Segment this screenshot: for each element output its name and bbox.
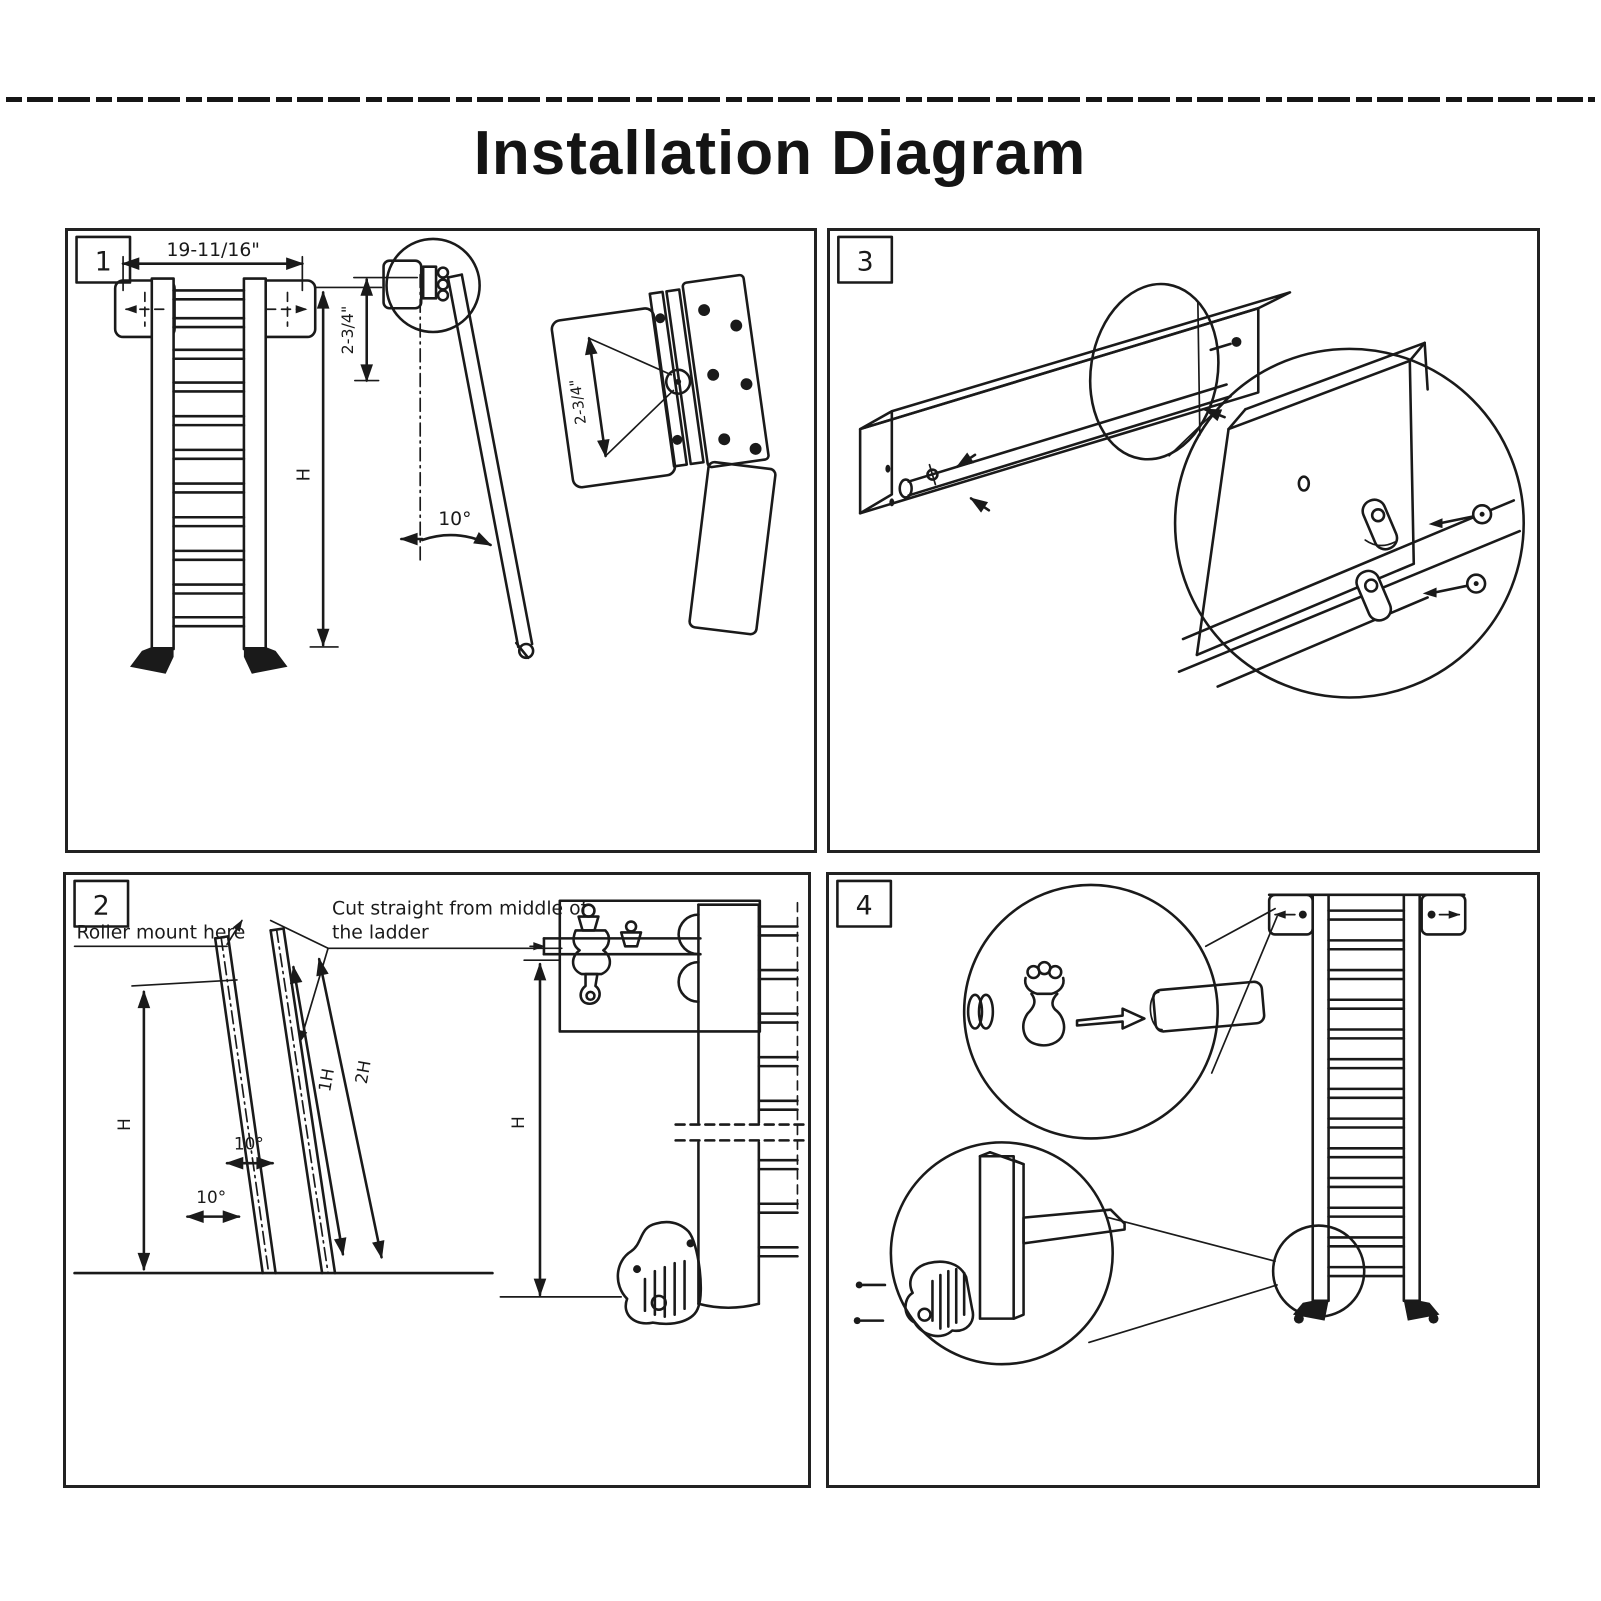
panel-4-drawing: 4 xyxy=(836,879,1467,1366)
roller-wheel-upper xyxy=(677,913,700,956)
panel-4-number-box: 4 xyxy=(836,879,893,928)
panel-1-drawing: 1 xyxy=(75,235,777,674)
foot-detail-blob xyxy=(616,1220,703,1326)
dim-angle-upper-label: 10° xyxy=(234,1133,264,1153)
ladder-rungs xyxy=(1327,909,1406,1278)
panel-2-number: 2 xyxy=(93,891,110,922)
bottom-leader-b xyxy=(1088,1284,1278,1344)
right-bracket xyxy=(1420,893,1467,936)
ladder-rungs xyxy=(172,289,246,628)
panel-4: 4 xyxy=(826,872,1540,1488)
knob-sleeve-detail xyxy=(962,883,1266,1140)
ladder-rail-detail xyxy=(688,460,777,636)
ladder-front-view xyxy=(1267,893,1467,1324)
roller-bracket xyxy=(421,265,438,300)
angle-dimension: 10° xyxy=(399,509,493,547)
dim-1h-label: 1H xyxy=(314,1067,338,1093)
page-title: Installation Diagram xyxy=(473,119,1087,188)
rail-end-board xyxy=(978,1154,1015,1320)
dim-riser-label: 2-3/4" xyxy=(338,306,357,355)
foot-pad xyxy=(904,1260,975,1338)
panel-3: 3 xyxy=(827,228,1540,853)
roller-mount-bracket xyxy=(571,903,643,1006)
rail-mount-detail xyxy=(1173,341,1525,699)
roller-plate-view: H xyxy=(499,899,805,1326)
detail-dim-label: 2-3/4" xyxy=(566,378,590,426)
bottom-leader-a xyxy=(1107,1216,1276,1263)
bracket-detail-view: 2-3/4" xyxy=(550,273,777,636)
wall-block xyxy=(382,259,423,310)
width-dimension: 19-11/16" xyxy=(121,240,305,292)
cut-note-line2: the ladder xyxy=(332,922,429,943)
slanted-ladder-board xyxy=(446,273,535,660)
dim-height-label: H xyxy=(293,468,314,481)
roller-wheel-lower xyxy=(677,960,700,1004)
cut-note-line1: Cut straight from middle of xyxy=(332,899,588,920)
top-leader-a xyxy=(1204,907,1276,948)
dim-width-label: 19-11/16" xyxy=(166,240,260,261)
rail-beam-isometric xyxy=(858,291,1292,515)
rod-end xyxy=(898,478,913,499)
screw-upper xyxy=(1428,504,1493,529)
sleeve-tube xyxy=(1149,980,1266,1033)
left-foot-pad xyxy=(130,646,174,674)
pilot-hole xyxy=(1297,475,1311,492)
foot-screws xyxy=(853,1281,887,1325)
panel-1: 1 xyxy=(65,228,817,853)
panel-3-number: 3 xyxy=(857,247,874,278)
dim-2h-label: 2H xyxy=(351,1059,375,1085)
right-foot-pad xyxy=(243,646,288,674)
detail-callout-circle xyxy=(385,237,481,334)
rung-stub xyxy=(1022,1208,1126,1245)
roller-note-text: Roller mount here xyxy=(77,922,246,943)
panel-2-drawing: 2 Roller mount here Cut straight from mi… xyxy=(73,879,805,1326)
panel-2: 2 Roller mount here Cut straight from mi… xyxy=(63,872,811,1488)
hinge-plate xyxy=(681,273,770,469)
panel-2-number-box: 2 xyxy=(73,879,130,928)
screw-lower xyxy=(1422,573,1487,598)
dim-angle-lower-label: 10° xyxy=(196,1187,226,1207)
insert-arrow xyxy=(1075,1007,1146,1030)
panel-3-number-box: 3 xyxy=(837,235,894,284)
finial-knob xyxy=(1022,960,1066,1047)
panel-1-number-box: 1 xyxy=(75,235,132,284)
washer xyxy=(966,993,984,1030)
foot-assembly-detail xyxy=(853,1141,1126,1366)
ladder-angle-elevation: H 1H 2H 10° 10° xyxy=(73,927,494,1275)
dim-angle-label: 10° xyxy=(438,509,471,530)
top-dashed-rule xyxy=(6,97,1595,102)
mount-plate xyxy=(558,899,762,1033)
mount-tab-upper xyxy=(1361,498,1399,551)
dim-height-right-label: H xyxy=(508,1116,528,1129)
roller-mount-note: Roller mount here xyxy=(73,919,246,948)
ladder-side-view: H 2-3/4" xyxy=(293,237,535,660)
panel-4-number: 4 xyxy=(856,891,873,922)
ladder-front-view xyxy=(113,277,317,674)
panel-3-drawing: 3 xyxy=(837,235,1525,699)
top-leader-b xyxy=(1210,915,1278,1074)
panel-1-number: 1 xyxy=(95,247,112,278)
pivot-bolt xyxy=(664,368,692,395)
dim-height-left-label: H xyxy=(114,1118,134,1131)
small-callout xyxy=(1088,282,1242,461)
foot-callout-circle xyxy=(1271,1224,1366,1318)
cut-ladder-rungs xyxy=(757,925,799,1258)
